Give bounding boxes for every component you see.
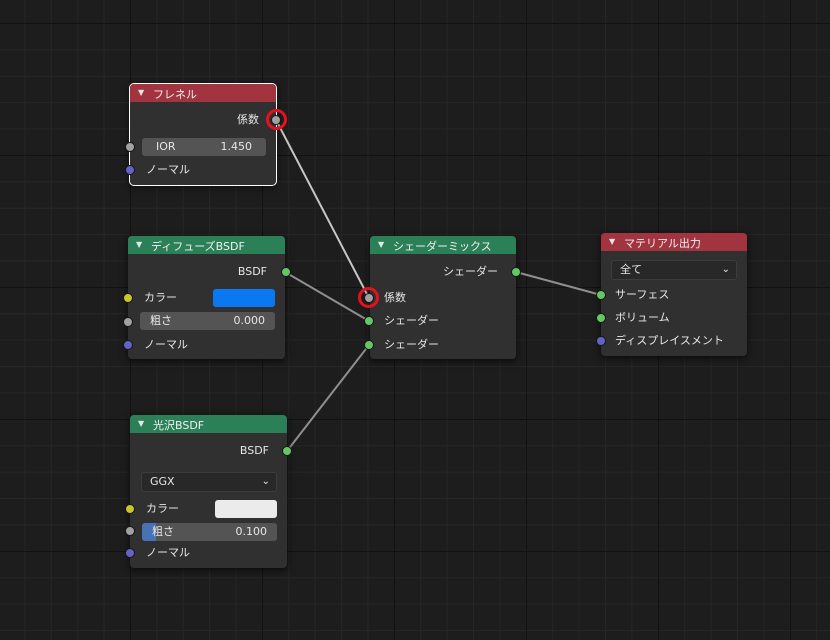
fresnel-ior-input-socket[interactable] (125, 142, 135, 152)
chevron-down-icon: ⌄ (721, 264, 730, 275)
collapse-arrow-icon[interactable]: ▼ (378, 240, 385, 249)
output-surface-label: サーフェス (615, 288, 670, 301)
link-glossy-to-mix-shader2[interactable] (286, 344, 370, 452)
mix-shader2-label: シェーダー (384, 338, 439, 351)
diffuse-bsdf-output-socket[interactable] (281, 267, 291, 277)
output-displacement-label: ディスプレイスメント (615, 334, 724, 347)
glossy-roughness-value: 0.100 (235, 525, 268, 538)
output-volume-input-socket[interactable] (596, 313, 606, 323)
glossy-normal-input-socket[interactable] (125, 548, 135, 558)
diffuse-bsdf-node[interactable]: ▼ ディフューズBSDF BSDF カラー 粗さ 0.000 ノーマル (128, 236, 285, 359)
output-surface-input-socket[interactable] (596, 290, 606, 300)
mix-shader-output-label: シェーダー (443, 265, 498, 278)
output-target-value: 全て (620, 263, 642, 276)
glossy-color-swatch[interactable] (215, 500, 277, 518)
distribution-value: GGX (150, 475, 175, 488)
glossy-node-header[interactable]: ▼ 光沢BSDF (130, 415, 287, 433)
output-volume-label: ボリューム (615, 311, 670, 324)
ior-label: IOR (156, 140, 176, 153)
material-output-node[interactable]: ▼ マテリアル出力 全て ⌄ サーフェス ボリューム ディスプレイスメント (601, 233, 747, 356)
highlight-ring-fresnel-output (266, 109, 287, 130)
diffuse-node-title: ディフューズBSDF (151, 240, 245, 253)
fresnel-ior-field[interactable]: IOR 1.450 (142, 138, 266, 156)
diffuse-color-label: カラー (144, 291, 177, 304)
ior-value: 1.450 (220, 140, 253, 153)
collapse-arrow-icon[interactable]: ▼ (138, 88, 145, 97)
diffuse-normal-label: ノーマル (144, 338, 188, 351)
glossy-roughness-input-socket[interactable] (125, 526, 135, 536)
glossy-bsdf-output-label: BSDF (239, 444, 269, 457)
fresnel-factor-output-label: 係数 (237, 113, 259, 126)
diffuse-bsdf-output-label: BSDF (237, 265, 267, 278)
mix-node-title: シェーダーミックス (393, 240, 492, 253)
glossy-bsdf-output-socket[interactable] (282, 446, 292, 456)
diffuse-normal-input-socket[interactable] (123, 340, 133, 350)
output-node-header[interactable]: ▼ マテリアル出力 (601, 233, 747, 251)
mix-factor-label: 係数 (384, 291, 406, 304)
fresnel-node[interactable]: ▼ フレネル 係数 IOR 1.450 ノーマル (129, 83, 277, 186)
glossy-distribution-dropdown[interactable]: GGX ⌄ (141, 472, 277, 492)
diffuse-node-header[interactable]: ▼ ディフューズBSDF (128, 236, 285, 254)
diffuse-color-swatch[interactable] (213, 289, 275, 307)
glossy-normal-label: ノーマル (146, 546, 190, 559)
glossy-roughness-label: 粗さ (152, 525, 174, 538)
fresnel-node-header[interactable]: ▼ フレネル (130, 84, 276, 102)
mix-shader1-input-socket[interactable] (364, 316, 374, 326)
diffuse-roughness-input-socket[interactable] (123, 317, 133, 327)
collapse-arrow-icon[interactable]: ▼ (609, 237, 616, 246)
fresnel-normal-input-socket[interactable] (125, 165, 135, 175)
mix-node-header[interactable]: ▼ シェーダーミックス (370, 236, 516, 254)
glossy-roughness-fill-bar (142, 523, 156, 541)
diffuse-roughness-value: 0.000 (233, 314, 266, 327)
diffuse-roughness-field[interactable]: 粗さ 0.000 (140, 312, 275, 330)
output-node-title: マテリアル出力 (624, 237, 701, 250)
link-mix-to-output-surface[interactable] (515, 271, 602, 296)
glossy-node-title: 光沢BSDF (153, 419, 205, 432)
diffuse-color-input-socket[interactable] (123, 293, 133, 303)
fresnel-normal-label: ノーマル (146, 163, 190, 176)
glossy-bsdf-node[interactable]: ▼ 光沢BSDF BSDF GGX ⌄ カラー 粗さ 0.100 ノーマル (130, 415, 287, 568)
glossy-color-label: カラー (146, 502, 179, 515)
chevron-down-icon: ⌄ (261, 476, 270, 487)
output-displacement-input-socket[interactable] (596, 336, 606, 346)
diffuse-roughness-label: 粗さ (150, 314, 172, 327)
fresnel-node-title: フレネル (153, 88, 197, 101)
mix-shader2-input-socket[interactable] (364, 340, 374, 350)
collapse-arrow-icon[interactable]: ▼ (138, 419, 145, 428)
output-target-dropdown[interactable]: 全て ⌄ (611, 260, 737, 280)
highlight-ring-mix-factor (358, 287, 379, 308)
glossy-roughness-field[interactable]: 粗さ 0.100 (142, 523, 277, 541)
mix-shader-output-socket[interactable] (511, 267, 521, 277)
mix-shader-node[interactable]: ▼ シェーダーミックス シェーダー 係数 シェーダー シェーダー (370, 236, 516, 359)
collapse-arrow-icon[interactable]: ▼ (136, 240, 143, 249)
link-diffuse-to-mix-shader1[interactable] (284, 271, 370, 322)
mix-shader1-label: シェーダー (384, 314, 439, 327)
glossy-color-input-socket[interactable] (125, 504, 135, 514)
